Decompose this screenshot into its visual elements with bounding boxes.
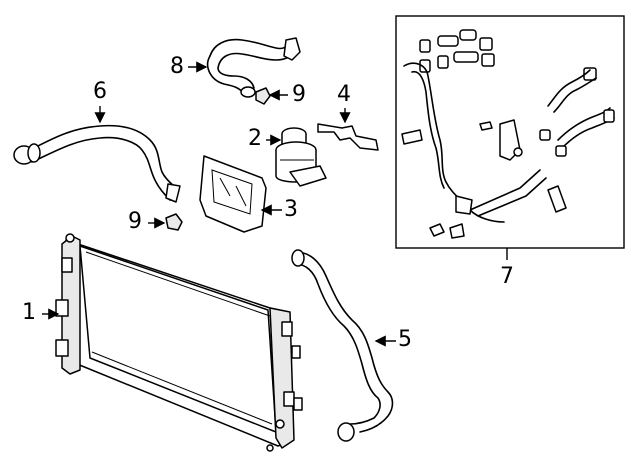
upper-hose bbox=[13, 124, 181, 203]
shield-3 bbox=[199, 155, 267, 233]
lower-hose bbox=[291, 249, 394, 442]
callout-9-upper: 9 bbox=[292, 82, 306, 107]
radiator bbox=[55, 233, 303, 452]
callout-6: 6 bbox=[93, 79, 107, 104]
hose-8 bbox=[206, 37, 301, 98]
callout-8: 8 bbox=[170, 54, 184, 79]
callout-1: 1 bbox=[22, 300, 36, 325]
callout-7: 7 bbox=[500, 264, 514, 289]
callout-2: 2 bbox=[248, 126, 262, 151]
clamp-9-lower bbox=[165, 213, 183, 231]
bracket-4 bbox=[317, 123, 379, 151]
clamp-9-upper bbox=[255, 87, 271, 105]
coolant-pump bbox=[275, 127, 327, 187]
callout-3: 3 bbox=[284, 197, 298, 222]
hose-kit-box bbox=[395, 15, 625, 249]
callout-9-lower: 9 bbox=[128, 209, 142, 234]
callout-4: 4 bbox=[337, 82, 351, 107]
callout-5: 5 bbox=[398, 327, 412, 352]
